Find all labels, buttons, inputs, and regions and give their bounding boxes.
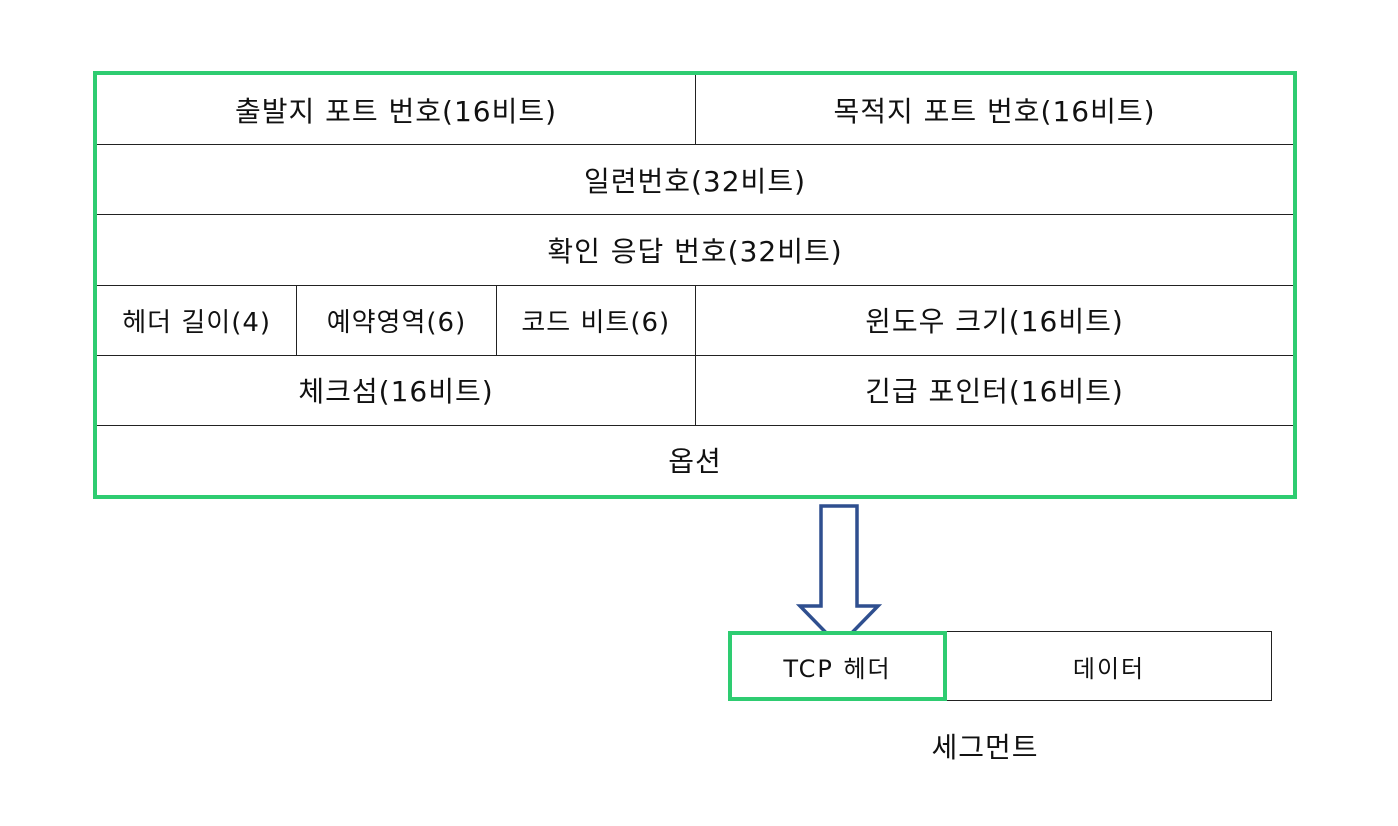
segment-tcp-header: TCP 헤더 [728, 631, 947, 701]
ack-number-field: 확인 응답 번호(32비트) [547, 234, 843, 268]
segment-caption: 세그먼트 [931, 731, 1039, 764]
row-sequence: 일련번호(32비트) [97, 144, 1293, 214]
options-field: 옵션 [668, 445, 722, 479]
row-ack: 확인 응답 번호(32비트) [97, 214, 1293, 284]
segment-data: 데이터 [947, 631, 1272, 701]
window-size-field: 윈도우 크기(16비트) [694, 285, 1293, 355]
row-checksum-urgent: 체크섬(16비트) 긴급 포인터(16비트) [97, 354, 1293, 425]
row-options: 옵션 [97, 424, 1293, 495]
checksum-field: 체크섬(16비트) [298, 375, 494, 409]
tcp-header-diagram: 출발지 포트 번호(16비트) 목적지 포트 번호(16비트) 일련번호(32비… [93, 71, 1297, 499]
code-bits-field: 코드 비트(6) [495, 285, 695, 355]
row-flags-window: 헤더 길이(4) 예약영역(6) 코드 비트(6) 윈도우 크기(16비트) [97, 284, 1293, 355]
tcp-segment: TCP 헤더 데이터 [728, 631, 1272, 701]
row-ports: 출발지 포트 번호(16비트) 목적지 포트 번호(16비트) [97, 75, 1293, 145]
reserved-field: 예약영역(6) [296, 285, 495, 355]
down-arrow-icon [796, 504, 882, 649]
sequence-number-field: 일련번호(32비트) [583, 164, 807, 198]
destination-port-field: 목적지 포트 번호(16비트) [695, 75, 1293, 145]
header-length-field: 헤더 길이(4) [122, 307, 272, 338]
urgent-pointer-field: 긴급 포인터(16비트) [695, 355, 1293, 425]
source-port-field: 출발지 포트 번호(16비트) [234, 94, 558, 128]
